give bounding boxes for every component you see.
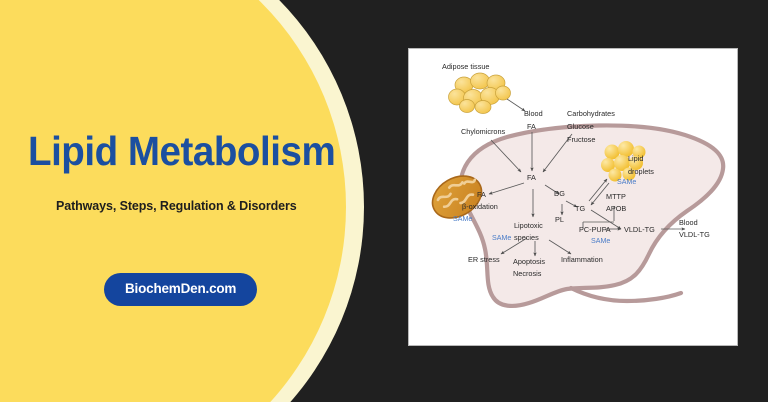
page-subtitle: Pathways, Steps, Regulation & Disorders <box>56 199 297 213</box>
label-adipose-tissue: Adipose tissue <box>442 62 489 71</box>
label-lipid-droplets-line2: droplets <box>628 167 654 176</box>
page-title: Lipid Metabolism <box>28 128 336 174</box>
lipid-droplets-icon <box>601 141 646 182</box>
label-fa-beta-line1: FA <box>477 190 486 199</box>
adipose-tissue-icon <box>448 72 511 114</box>
label-blood-vldl-line1: Blood <box>679 218 698 227</box>
liver-lipid-metabolism-diagram: Adipose tissue Blood FA Carbohydrates Gl… <box>431 62 726 309</box>
label-same-pcpufa: SAMe <box>591 237 610 245</box>
pathway-arrows <box>488 98 686 257</box>
diagram-labels: Adipose tissue Blood FA Carbohydrates Gl… <box>442 62 710 278</box>
label-fa-beta-line2: β-oxidation <box>462 202 498 211</box>
label-blood-fa-line1: Blood <box>524 109 543 118</box>
label-lipotoxic-line1: Lipotoxic <box>514 221 543 230</box>
biochemden-site-button[interactable]: BiochemDen.com <box>104 273 258 306</box>
label-blood-fa-line2: FA <box>527 122 536 131</box>
label-chylomicrons: Chylomicrons <box>461 127 506 136</box>
label-same-lipotoxic: SAMe <box>492 234 511 242</box>
diagram-card: Adipose tissue Blood FA Carbohydrates Gl… <box>408 48 738 346</box>
label-mttp: MTTP <box>606 192 626 201</box>
label-pl: PL <box>555 215 564 224</box>
label-inflammation: Inflammation <box>561 255 603 264</box>
label-lipotoxic-line2: species <box>514 233 539 242</box>
label-apob: APOB <box>606 204 626 213</box>
label-pc-pufa: PC-PUFA <box>579 225 611 234</box>
liver-shape <box>458 123 726 309</box>
label-same-droplets: SAMe <box>617 178 636 186</box>
label-er-stress: ER stress <box>468 255 500 264</box>
banner-left-panel: Lipid Metabolism Pathways, Steps, Regula… <box>0 0 360 402</box>
label-fructose: Fructose <box>567 135 595 144</box>
label-glucose: Glucose <box>567 122 594 131</box>
label-tg: TG <box>575 204 585 213</box>
label-lipid-droplets-line1: Lipid <box>628 154 643 163</box>
label-fa-center: FA <box>527 173 536 182</box>
mitochondrion-icon <box>431 175 483 219</box>
label-carbohydrates: Carbohydrates <box>567 109 615 118</box>
label-dg: DG <box>554 189 565 198</box>
label-vldl-tg: VLDL-TG <box>624 225 655 234</box>
label-apoptosis: Apoptosis <box>513 257 545 266</box>
label-blood-vldl-line2: VLDL-TG <box>679 230 710 239</box>
label-necrosis: Necrosis <box>513 269 542 278</box>
label-same-mito: SAMe <box>453 215 472 223</box>
decorative-circle-fill <box>0 0 346 402</box>
